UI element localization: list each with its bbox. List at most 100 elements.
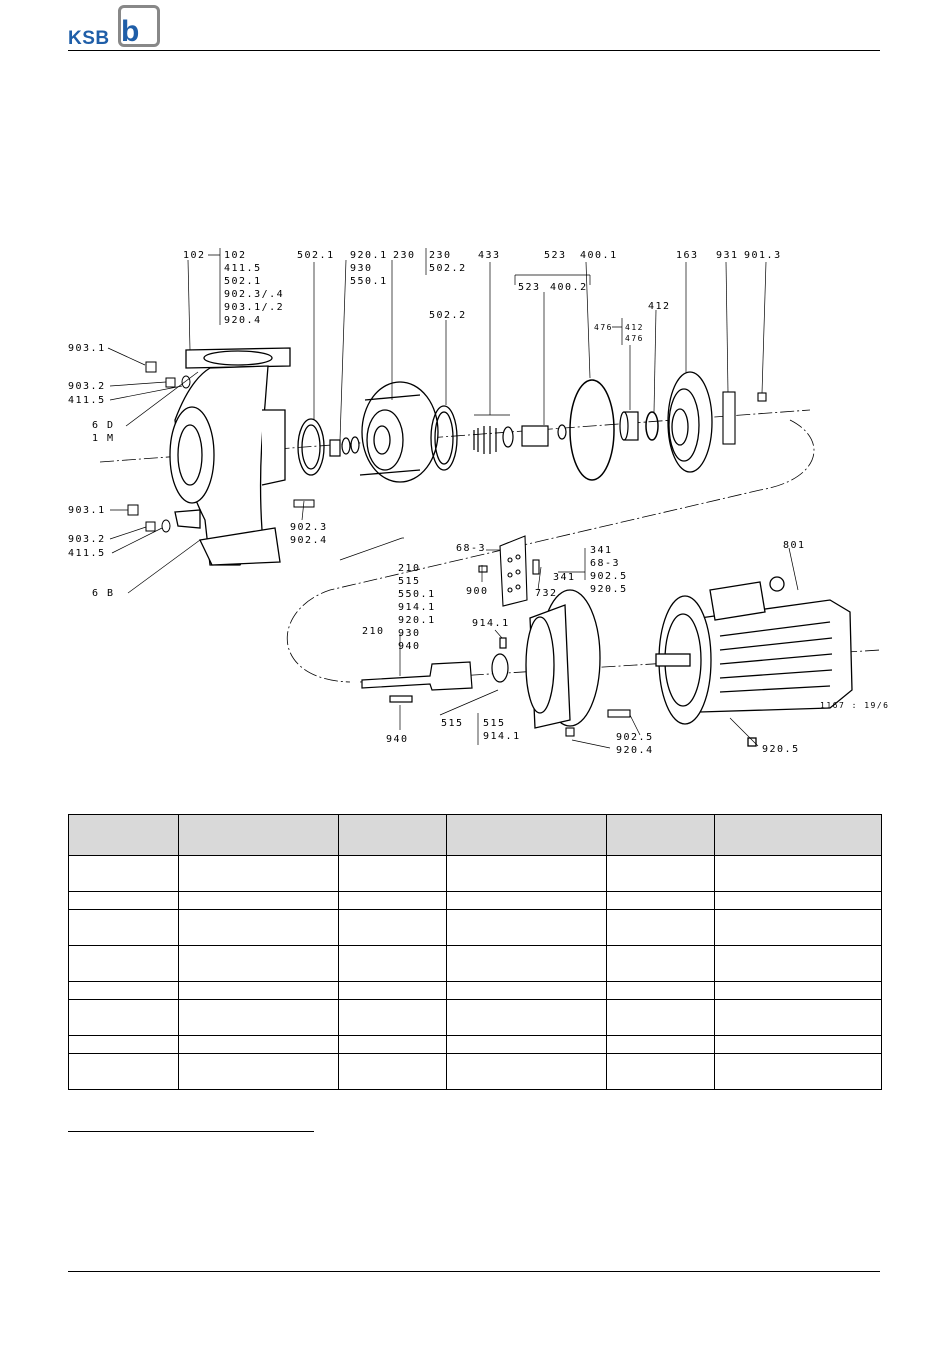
- table-cell: [714, 855, 882, 892]
- table-cell: [338, 855, 447, 892]
- table-cell: [68, 909, 179, 946]
- table-header-row: [68, 814, 882, 856]
- callout-341-list-3: 902.5: [590, 571, 628, 582]
- table-cell: [714, 891, 882, 910]
- callout-210-list-4: 914.1: [398, 602, 436, 613]
- table-cell: [338, 1035, 447, 1054]
- callout-801: 801: [783, 540, 806, 551]
- callout-102-list-2: 411.5: [224, 263, 262, 274]
- table-cell: [178, 999, 339, 1036]
- footer-rule: [68, 1271, 880, 1272]
- callout-230-list-1: 230: [429, 250, 452, 261]
- header-rule: [68, 50, 880, 51]
- drawing-reference: 1167 : 19/6: [820, 701, 889, 710]
- callout-68-3: 68-3: [456, 543, 486, 554]
- table-cell: [446, 981, 607, 1000]
- callout-931: 931: [716, 250, 739, 261]
- table-cell: [714, 999, 882, 1036]
- callout-920-5: 920.5: [762, 744, 800, 755]
- table-row: [68, 945, 882, 982]
- table-cell: [178, 909, 339, 946]
- table-cell: [714, 1053, 882, 1090]
- callout-400-2: 400.2: [550, 282, 588, 293]
- table-cell: [68, 981, 179, 1000]
- callout-210-list-5: 920.1: [398, 615, 436, 626]
- callout-940: 940: [386, 734, 409, 745]
- callout-210-list-2: 515: [398, 576, 421, 587]
- table-cell: [606, 1035, 715, 1054]
- cover-plate-931: [722, 391, 767, 445]
- callout-920-1: 920.1: [350, 250, 388, 261]
- callout-6B: 6 B: [92, 588, 115, 599]
- table-header-cell: [338, 814, 447, 856]
- table-cell: [338, 1053, 447, 1090]
- callout-102-list-1: 102: [224, 250, 247, 261]
- callout-476: 476: [594, 323, 613, 332]
- casing-cover: [667, 371, 713, 473]
- table-cell: [446, 891, 607, 910]
- table-header-cell: [68, 814, 179, 856]
- leader-lines: [107, 248, 799, 749]
- table-cell: [178, 1035, 339, 1054]
- logo-mark: b: [121, 15, 140, 48]
- table-cell: [338, 945, 447, 982]
- table-cell: [68, 945, 179, 982]
- volute-casing: [169, 347, 291, 566]
- callout-210-list-3: 550.1: [398, 589, 436, 600]
- callout-900: 900: [466, 586, 489, 597]
- callout-341-list-4: 920.5: [590, 584, 628, 595]
- table-row: [68, 855, 882, 892]
- callout-341-list-1: 341: [590, 545, 613, 556]
- callout-230: 230: [393, 250, 416, 261]
- table-cell: [338, 909, 447, 946]
- callout-903-2-bottom: 903.2: [68, 534, 106, 545]
- callout-476-list-1: 412: [625, 323, 644, 332]
- table-cell: [338, 981, 447, 1000]
- mechanical-seal: [473, 424, 567, 454]
- callout-902-4: 902.4: [290, 535, 328, 546]
- table-cell: [446, 1053, 607, 1090]
- table-cell: [714, 981, 882, 1000]
- callout-411-5-top: 411.5: [68, 395, 106, 406]
- footnote-rule: [68, 1131, 314, 1132]
- table-cell: [178, 891, 339, 910]
- table-header-cell: [714, 814, 882, 856]
- table-header-cell: [446, 814, 607, 856]
- callout-515-list-1: 515: [483, 718, 506, 729]
- table-cell: [446, 945, 607, 982]
- motor: [655, 576, 853, 747]
- table-cell: [178, 981, 339, 1000]
- callout-210-list-7: 940: [398, 641, 421, 652]
- nameplate-68-3: [478, 535, 540, 607]
- table-cell: [446, 1035, 607, 1054]
- table-header-cell: [606, 814, 715, 856]
- table-cell: [338, 999, 447, 1036]
- table-cell: [606, 855, 715, 892]
- callout-523: 523: [544, 250, 567, 261]
- table-cell: [714, 909, 882, 946]
- callout-920-4: 920.4: [616, 745, 654, 756]
- callout-labels: 102 102 411.5 502.1 902.3/.4 903.1/.2 92…: [68, 250, 889, 756]
- parts-table: [68, 814, 882, 1090]
- table-cell: [606, 891, 715, 910]
- table-cell: [68, 1053, 179, 1090]
- callout-515-list-2: 914.1: [483, 731, 521, 742]
- lantern-studs: [565, 709, 631, 737]
- table-row: [68, 891, 882, 910]
- callout-902-5: 902.5: [616, 732, 654, 743]
- callout-1M: 1 M: [92, 433, 115, 444]
- callout-901-3: 901.3: [744, 250, 782, 261]
- callout-902-3: 902.3: [290, 522, 328, 533]
- callout-523-b: 523: [518, 282, 541, 293]
- callout-903-1-top: 903.1: [68, 343, 106, 354]
- table-cell: [606, 999, 715, 1036]
- callout-341: 341: [553, 572, 576, 583]
- table-cell: [606, 1053, 715, 1090]
- callout-502-1: 502.1: [297, 250, 335, 261]
- callout-433: 433: [478, 250, 501, 261]
- callout-550-1: 550.1: [350, 276, 388, 287]
- gasket-400-1: [569, 379, 615, 481]
- table-row: [68, 909, 882, 946]
- table-cell: [178, 1053, 339, 1090]
- callout-476-list-2: 476: [625, 334, 644, 343]
